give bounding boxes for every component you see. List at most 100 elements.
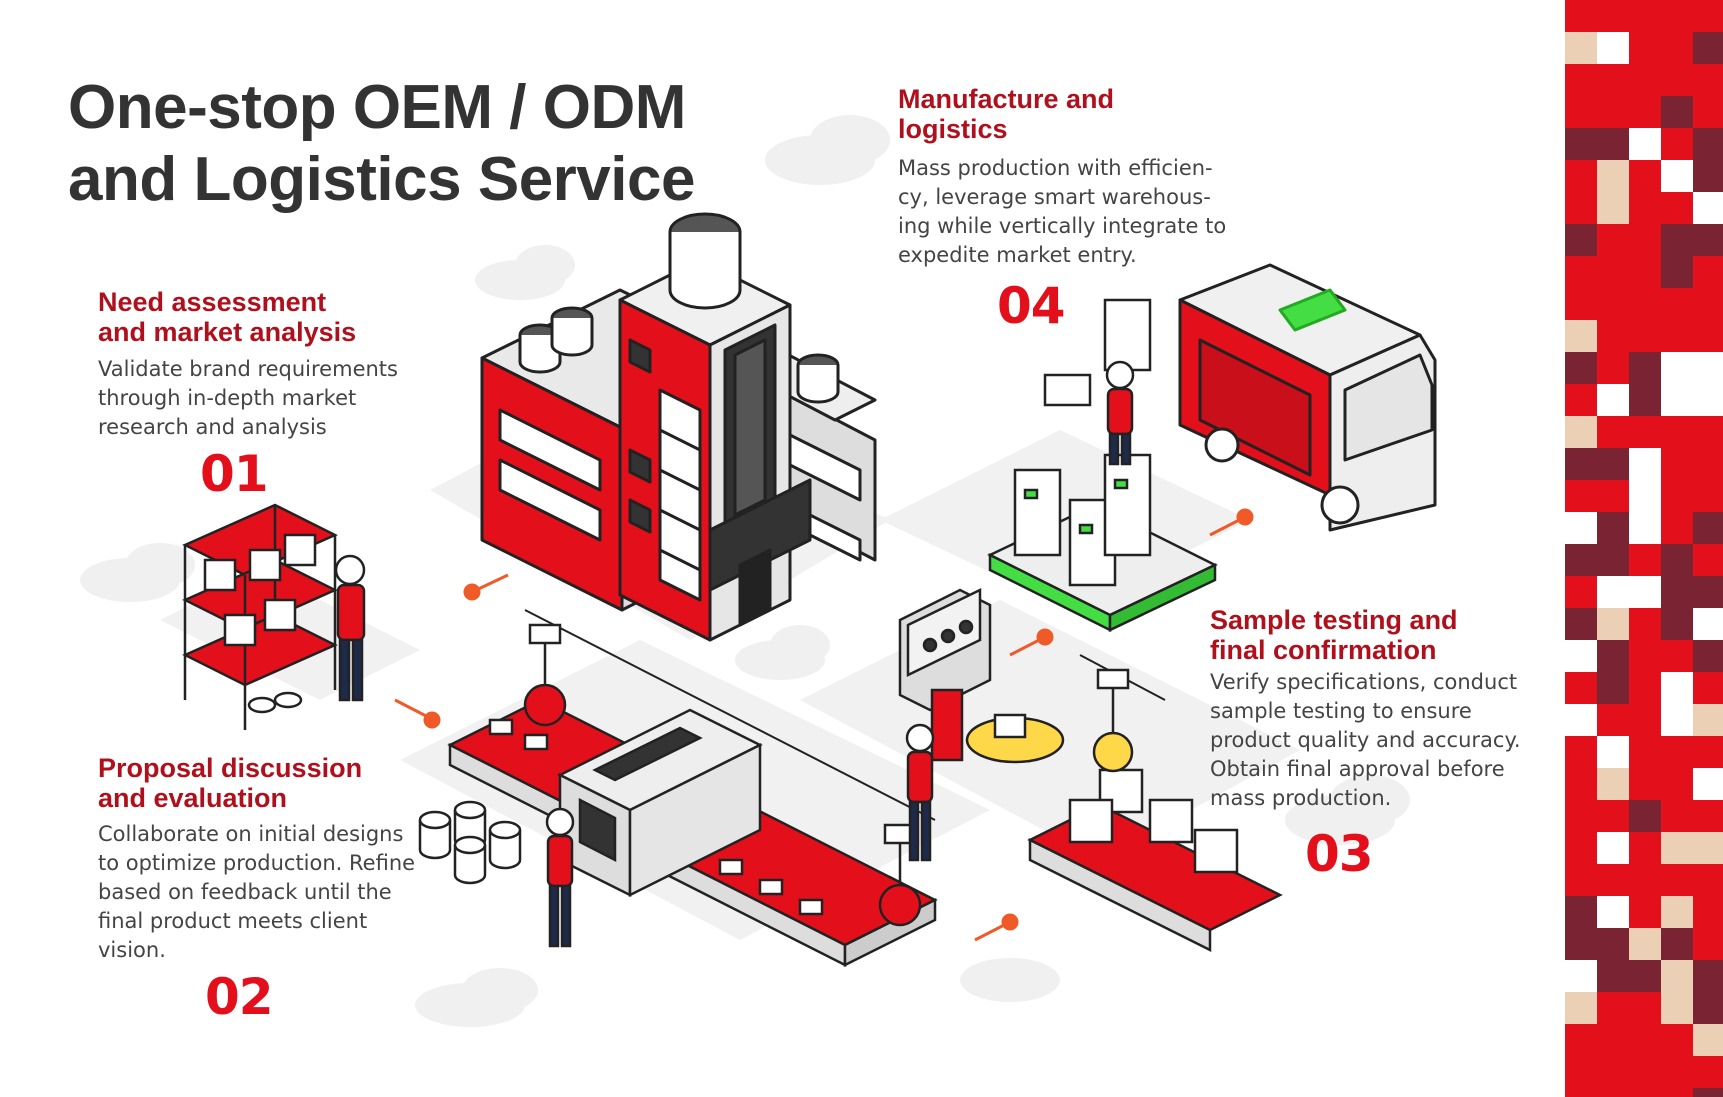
pattern-pixel (1629, 480, 1661, 512)
pattern-pixel (1693, 768, 1723, 800)
pattern-pixel (1661, 1024, 1693, 1056)
pattern-pixel (1597, 832, 1629, 864)
pattern-pixel (1565, 384, 1597, 416)
pattern-pixel (1629, 896, 1661, 928)
pattern-pixel (1661, 384, 1693, 416)
step-02-number: 02 (205, 968, 274, 1026)
pattern-pixel (1597, 96, 1629, 128)
pattern-pixel (1565, 992, 1597, 1024)
pattern-pixel (1693, 544, 1723, 576)
pattern-pixel (1565, 256, 1597, 288)
pattern-pixel (1629, 704, 1661, 736)
pattern-pixel (1629, 32, 1661, 64)
pattern-pixel (1597, 0, 1629, 32)
step-01-number: 01 (200, 445, 269, 503)
pattern-pixel (1661, 160, 1693, 192)
pattern-pixel (1565, 416, 1597, 448)
worker-figure (334, 554, 366, 702)
pattern-pixel (1693, 448, 1723, 480)
pattern-pixel (1597, 320, 1629, 352)
pattern-pixel (1693, 384, 1723, 416)
pattern-pixel (1693, 192, 1723, 224)
pattern-pixel (1597, 512, 1629, 544)
pattern-pixel (1597, 128, 1629, 160)
step-02-heading: Proposal discussion and evaluation (98, 753, 362, 813)
pattern-pixel (1597, 640, 1629, 672)
step-03-number: 03 (1305, 825, 1374, 883)
step-04-heading-line: logistics (898, 114, 1008, 144)
pattern-pixel (1597, 544, 1629, 576)
stacked-containers (418, 800, 522, 885)
pattern-pixel (1629, 1024, 1661, 1056)
pattern-pixel (1693, 928, 1723, 960)
pattern-pixel (1565, 768, 1597, 800)
delivery-truck (1178, 263, 1437, 532)
pattern-pixel (1629, 256, 1661, 288)
pattern-pixel (1629, 224, 1661, 256)
pattern-pixel (1629, 352, 1661, 384)
pattern-pixel (1661, 992, 1693, 1024)
pattern-pixel (1629, 832, 1661, 864)
pattern-pixel (1661, 192, 1693, 224)
pattern-pixel (1629, 1088, 1661, 1097)
pattern-pixel (1629, 192, 1661, 224)
pattern-pixel (1629, 928, 1661, 960)
pattern-pixel (1597, 704, 1629, 736)
pattern-pixel (1597, 192, 1629, 224)
step-04-heading-line: Manufacture and (898, 84, 1115, 114)
step-03-heading: Sample testing and final confirmation (1210, 605, 1458, 665)
step-04-heading: Manufacture and logistics (898, 84, 1114, 144)
storage-shelf (182, 503, 338, 730)
pattern-pixel (1661, 96, 1693, 128)
pattern-pixel (1693, 1088, 1723, 1097)
pattern-pixel (1693, 320, 1723, 352)
pattern-pixel (1565, 736, 1597, 768)
pattern-pixel (1597, 224, 1629, 256)
pattern-pixel (1565, 544, 1597, 576)
step-03-heading-line: final confirmation (1210, 635, 1437, 665)
pattern-pixel (1597, 416, 1629, 448)
step-04-description: Mass production with efficien- cy, lever… (898, 154, 1226, 270)
pattern-pixel (1629, 800, 1661, 832)
pattern-pixel (1629, 992, 1661, 1024)
pattern-pixel (1661, 640, 1693, 672)
testing-line (898, 588, 1283, 953)
pattern-pixel (1597, 352, 1629, 384)
pattern-pixel (1661, 1088, 1693, 1097)
pattern-pixel (1597, 896, 1629, 928)
pattern-pixel (1597, 1024, 1629, 1056)
step-01-description-line: through in-depth market (98, 386, 357, 410)
pixel-pattern-border (1565, 0, 1723, 1097)
pattern-pixel (1693, 960, 1723, 992)
pattern-pixel (1565, 864, 1597, 896)
pattern-pixel (1565, 832, 1597, 864)
operator-figure (545, 807, 575, 948)
pattern-pixel (1661, 704, 1693, 736)
pattern-pixel (1661, 736, 1693, 768)
pattern-pixel (1597, 608, 1629, 640)
step-02-description: Collaborate on initial designs to optimi… (98, 820, 415, 965)
pattern-pixel (1661, 288, 1693, 320)
step-02-description-line: vision. (98, 938, 166, 962)
pattern-pixel (1661, 352, 1693, 384)
step-02-description-line: final product meets client (98, 909, 368, 933)
step-04-number: 04 (997, 277, 1066, 335)
pattern-pixel (1597, 736, 1629, 768)
pattern-pixel (1629, 416, 1661, 448)
tester-figure (905, 723, 935, 862)
pattern-pixel (1629, 160, 1661, 192)
pattern-pixel (1565, 704, 1597, 736)
pattern-pixel (1597, 288, 1629, 320)
step-02-heading-line: Proposal discussion (98, 753, 363, 783)
pattern-pixel (1661, 832, 1693, 864)
pattern-pixel (1565, 64, 1597, 96)
pattern-pixel (1597, 160, 1629, 192)
title-line-2: and Logistics Service (68, 144, 695, 214)
title-line-1: One-stop OEM / ODM (68, 73, 686, 142)
step-01-description-line: Validate brand requirements (98, 357, 398, 381)
pattern-pixel (1597, 800, 1629, 832)
pattern-pixel (1693, 32, 1723, 64)
pattern-pixel (1565, 160, 1597, 192)
pattern-pixel (1661, 0, 1693, 32)
pattern-pixel (1693, 416, 1723, 448)
